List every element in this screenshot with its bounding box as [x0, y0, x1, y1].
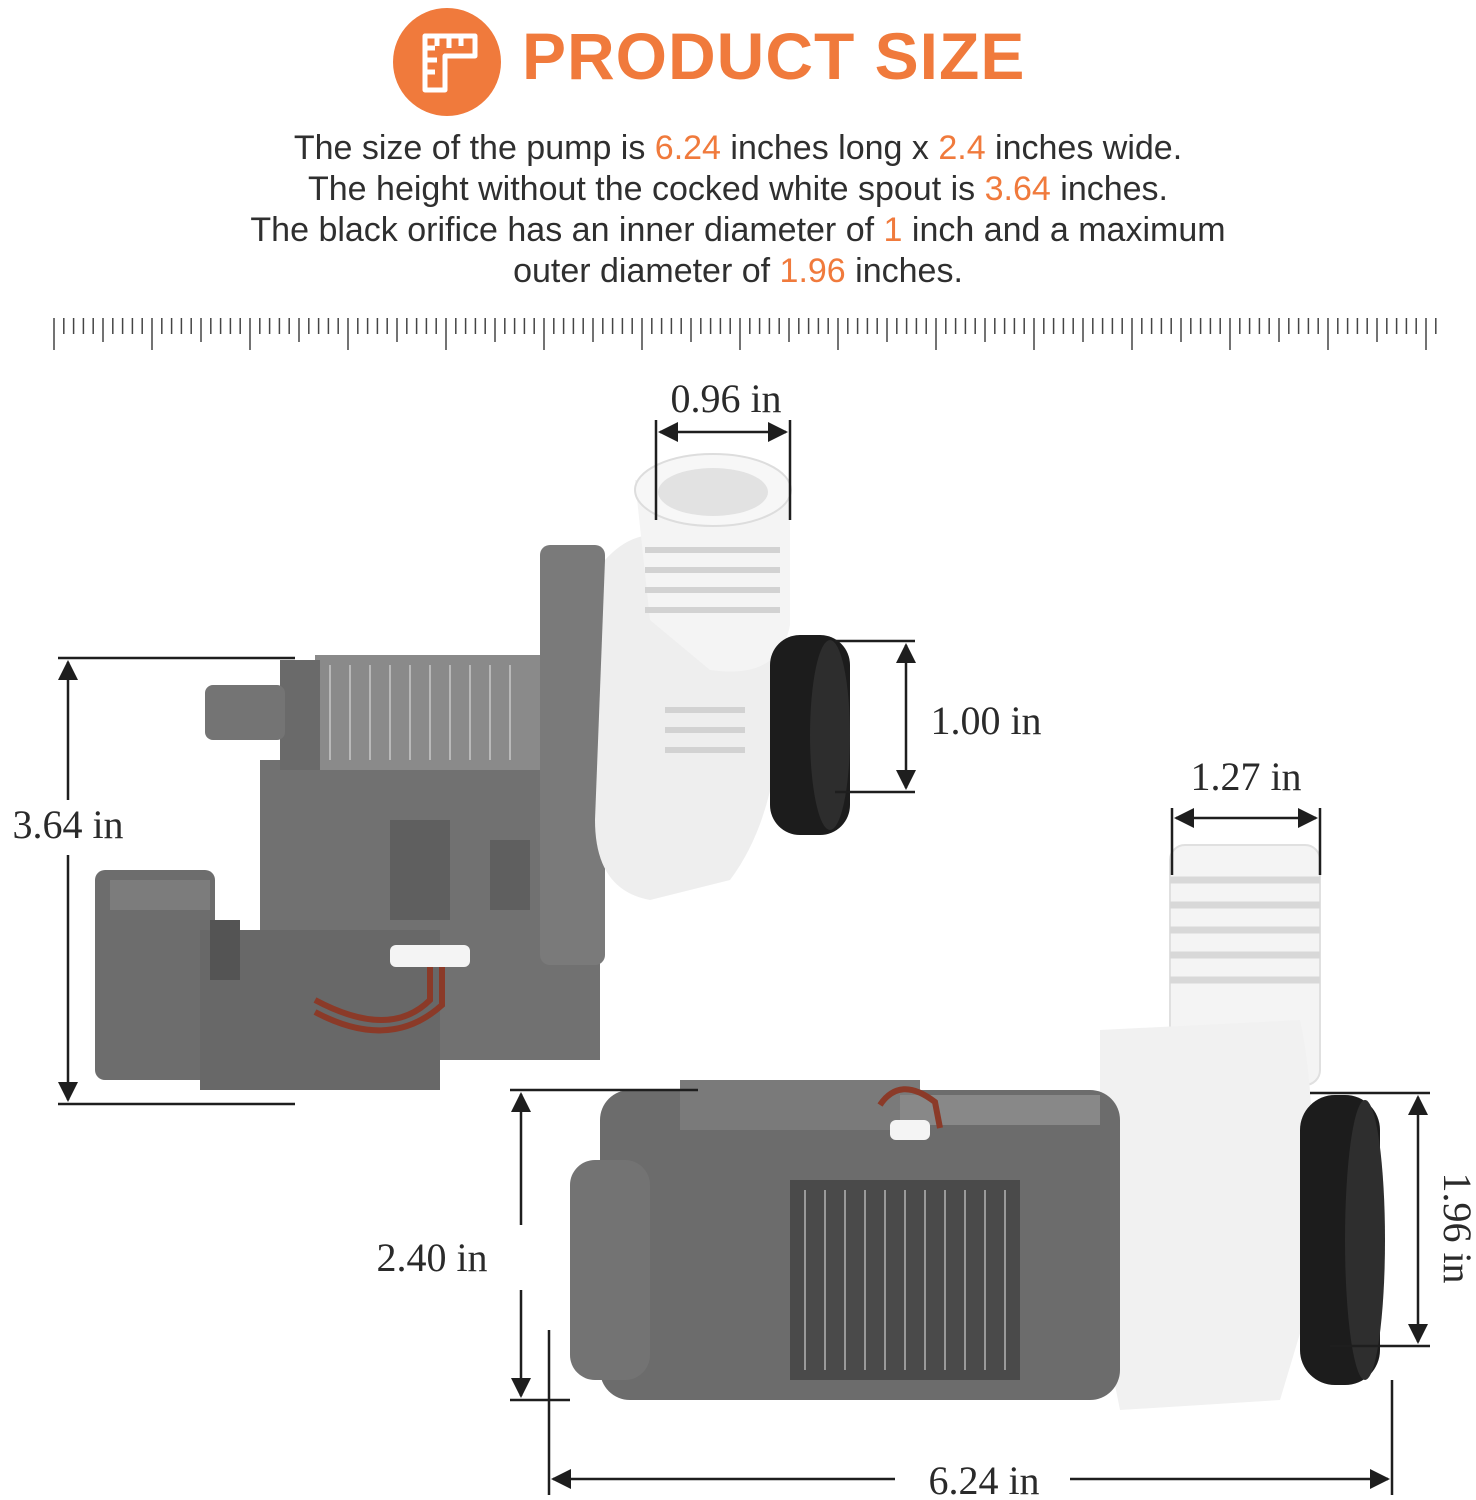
description-line: The size of the pump is 6.24 inches long… — [293, 129, 1183, 167]
description-line: outer diameter of 1.96 inches. — [513, 252, 963, 290]
orifice-inner-dimension-label: 1.00 in — [930, 698, 1041, 743]
width-dimension-label: 2.40 in — [376, 1235, 487, 1280]
ruler-icon — [393, 8, 501, 116]
description-line: The height without the cocked white spou… — [308, 170, 1168, 208]
spout-top-dimension-label: 0.96 in — [670, 376, 781, 421]
spout-side-dimension-label: 1.27 in — [1190, 754, 1301, 799]
pump-angled-view-image — [570, 844, 1385, 1410]
orifice-outer-dimension-label: 1.96 in — [1435, 1172, 1476, 1283]
ruler-divider — [53, 318, 1437, 350]
pump-side-view-image — [95, 453, 850, 1090]
description-line: The black orifice has an inner diameter … — [250, 211, 1226, 249]
page-title: PRODUCT SIZE — [522, 19, 1026, 93]
header: PRODUCT SIZE — [0, 0, 1476, 120]
length-dimension-label: 6.24 in — [928, 1458, 1039, 1500]
product-description: The size of the pump is 6.24 inches long… — [0, 128, 1476, 292]
height-dimension-label: 3.64 in — [12, 802, 123, 847]
